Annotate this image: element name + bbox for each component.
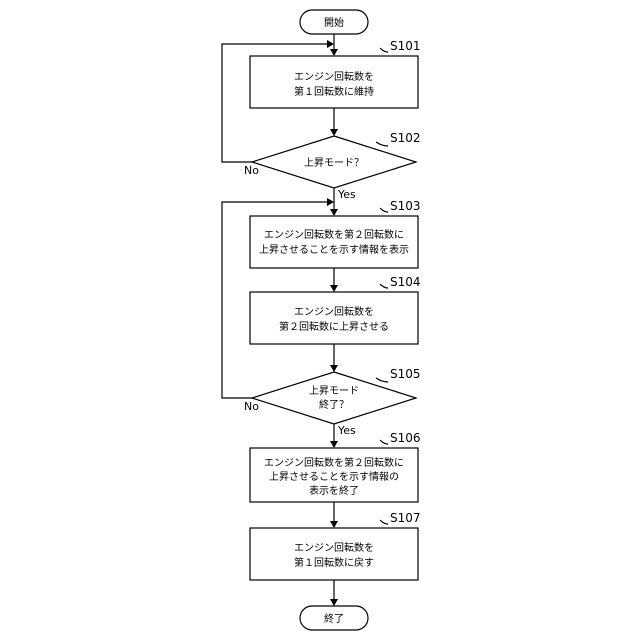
step-leader-s106 [380, 440, 388, 444]
step-label-s104: S104 [390, 275, 421, 289]
start-terminal-label: 開始 [324, 16, 344, 29]
process-s104-line-1: エンジン回転数を [294, 305, 374, 318]
step-label-s103: S103 [390, 199, 421, 213]
start-terminal: 開始 [300, 10, 368, 34]
step-leader-s105 [376, 378, 388, 382]
no-label-s105: No [244, 400, 259, 413]
process-s107-line-2: 第１回転数に戻す [294, 556, 374, 569]
yes-label-s105: Yes [337, 424, 356, 437]
process-s104-line-2: 第２回転数に上昇させる [279, 320, 389, 333]
arrowhead-s102-s103 [330, 209, 338, 216]
decision-s105-line-1: 上昇モード [309, 385, 359, 397]
arrowhead-s103-s104 [330, 285, 338, 292]
process-s106-line-3: 表示を終了 [309, 484, 359, 497]
process-s103-line-1: エンジン回転数を第２回転数に [264, 228, 404, 241]
arrowhead-s105-s106 [330, 441, 338, 448]
step-label-s102: S102 [390, 131, 421, 145]
decision-s105-line-2: 終了？ [319, 398, 349, 411]
step-label-s107: S107 [390, 511, 421, 525]
step-label-s101: S101 [390, 39, 421, 53]
process-s106-line-1: エンジン回転数を第２回転数に [264, 456, 404, 469]
step-leader-s103 [380, 208, 388, 212]
process-s101-line-1: エンジン回転数を [294, 70, 374, 83]
yes-label-s102: Yes [337, 188, 356, 201]
end-terminal-label: 終了 [324, 612, 344, 625]
arrowhead-s106-s107 [330, 521, 338, 528]
arrowhead-s102-no-loop [327, 40, 334, 48]
step-label-s105: S105 [390, 367, 421, 381]
arrowhead-s107-end [330, 599, 338, 606]
process-s106-line-2: 上昇させることを示す情報の [269, 470, 399, 483]
process-s101-line-2: 第１回転数に維持 [294, 85, 374, 98]
step-leader-s102 [376, 142, 388, 146]
arrowhead-s101-s102 [330, 129, 338, 136]
process-s107-line-1: エンジン回転数を [294, 541, 374, 554]
step-leader-s104 [380, 284, 388, 288]
arrowhead-s104-s105 [330, 365, 338, 372]
process-s103-line-2: 上昇させることを示す情報を表示 [259, 243, 409, 256]
decision-s102-line-1: 上昇モード？ [304, 157, 364, 169]
process-s107-box [250, 528, 418, 580]
step-leader-s107 [380, 520, 388, 524]
arrowhead-start-s101 [330, 49, 338, 56]
arrowhead-s105-no-loop [327, 198, 334, 206]
step-leader-s101 [380, 48, 388, 52]
end-terminal: 終了 [300, 606, 368, 630]
process-s103-box [250, 216, 418, 268]
no-label-s102: No [244, 164, 259, 177]
decision-s102: 上昇モード？ S102 [252, 131, 421, 188]
step-label-s106: S106 [390, 431, 421, 445]
decision-s105: 上昇モード 終了？ S105 [252, 367, 421, 424]
process-s104-box [250, 292, 418, 344]
